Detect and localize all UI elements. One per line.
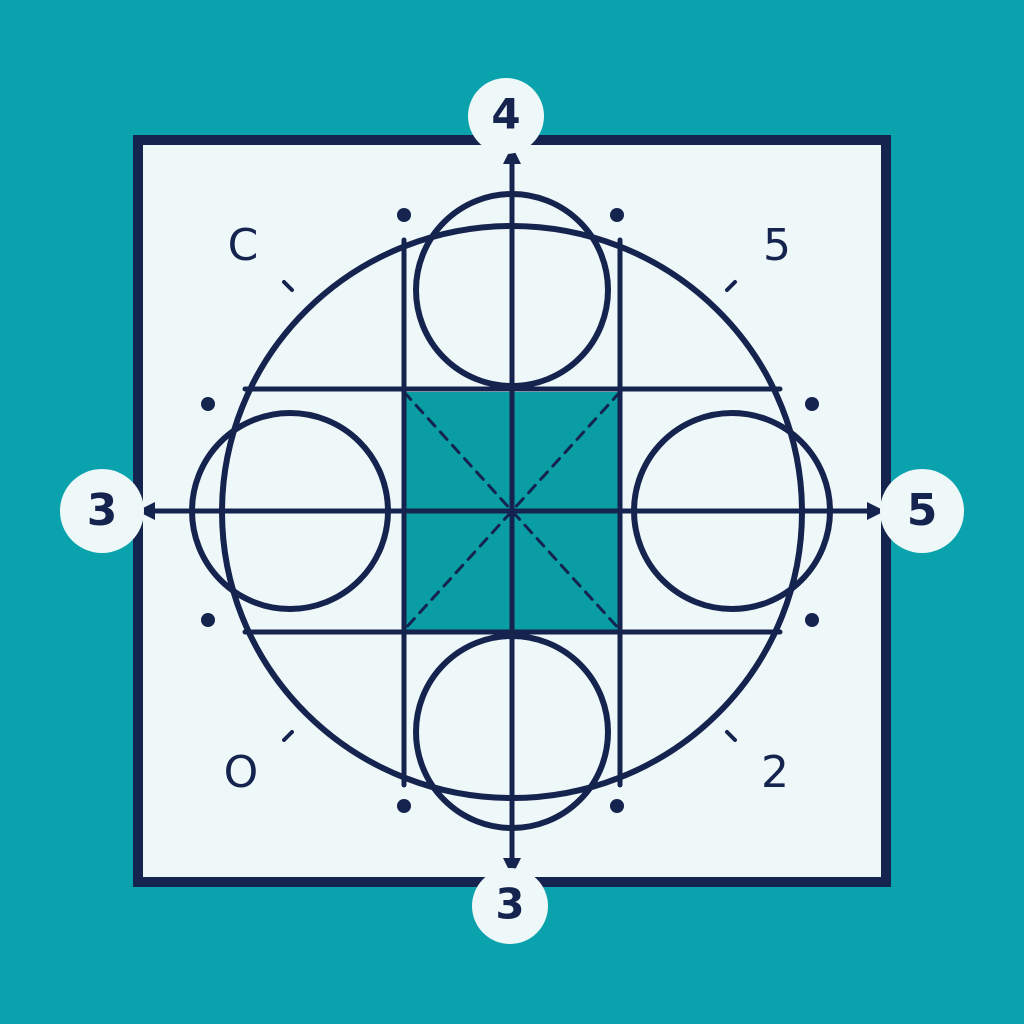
axis-label-left-bubble: 3 [60, 469, 144, 553]
axis-label-bottom: 3 [495, 880, 524, 929]
axis-label-bottom-bubble: 3 [472, 868, 548, 944]
dot-marker-icon [610, 799, 624, 813]
dot-marker-icon [201, 613, 215, 627]
dot-marker-icon [397, 799, 411, 813]
axis-label-right: 5 [907, 485, 938, 536]
dot-marker-icon [805, 613, 819, 627]
arrow-head-icon [503, 146, 521, 164]
bubble-right [880, 469, 964, 553]
corner-tick [725, 280, 737, 292]
corner-label-top-left: C [228, 220, 259, 271]
dot-marker-icon [805, 397, 819, 411]
dot-marker-icon [610, 208, 624, 222]
axis-label-left: 3 [87, 485, 118, 536]
corner-label-bottom-left: O [224, 747, 259, 798]
arrow-head-icon [137, 502, 155, 520]
axis-label-right-bubble: 5 [880, 469, 964, 553]
bubble-top [468, 78, 544, 154]
corner-label-top-right: 5 [763, 220, 791, 271]
axis-label-top-bubble: 4 [468, 78, 544, 154]
corner-label-bottom-right: 2 [761, 747, 789, 798]
bubble-bottom [472, 868, 548, 944]
dot-marker-icon [397, 208, 411, 222]
axis-label-top: 4 [491, 90, 520, 139]
corner-tick [282, 730, 294, 742]
bubble-left [60, 469, 144, 553]
arrow-head-icon [867, 502, 885, 520]
dot-marker-icon [201, 397, 215, 411]
corner-tick [282, 280, 294, 292]
corner-tick [725, 730, 737, 742]
arrow-head-icon [503, 858, 521, 876]
